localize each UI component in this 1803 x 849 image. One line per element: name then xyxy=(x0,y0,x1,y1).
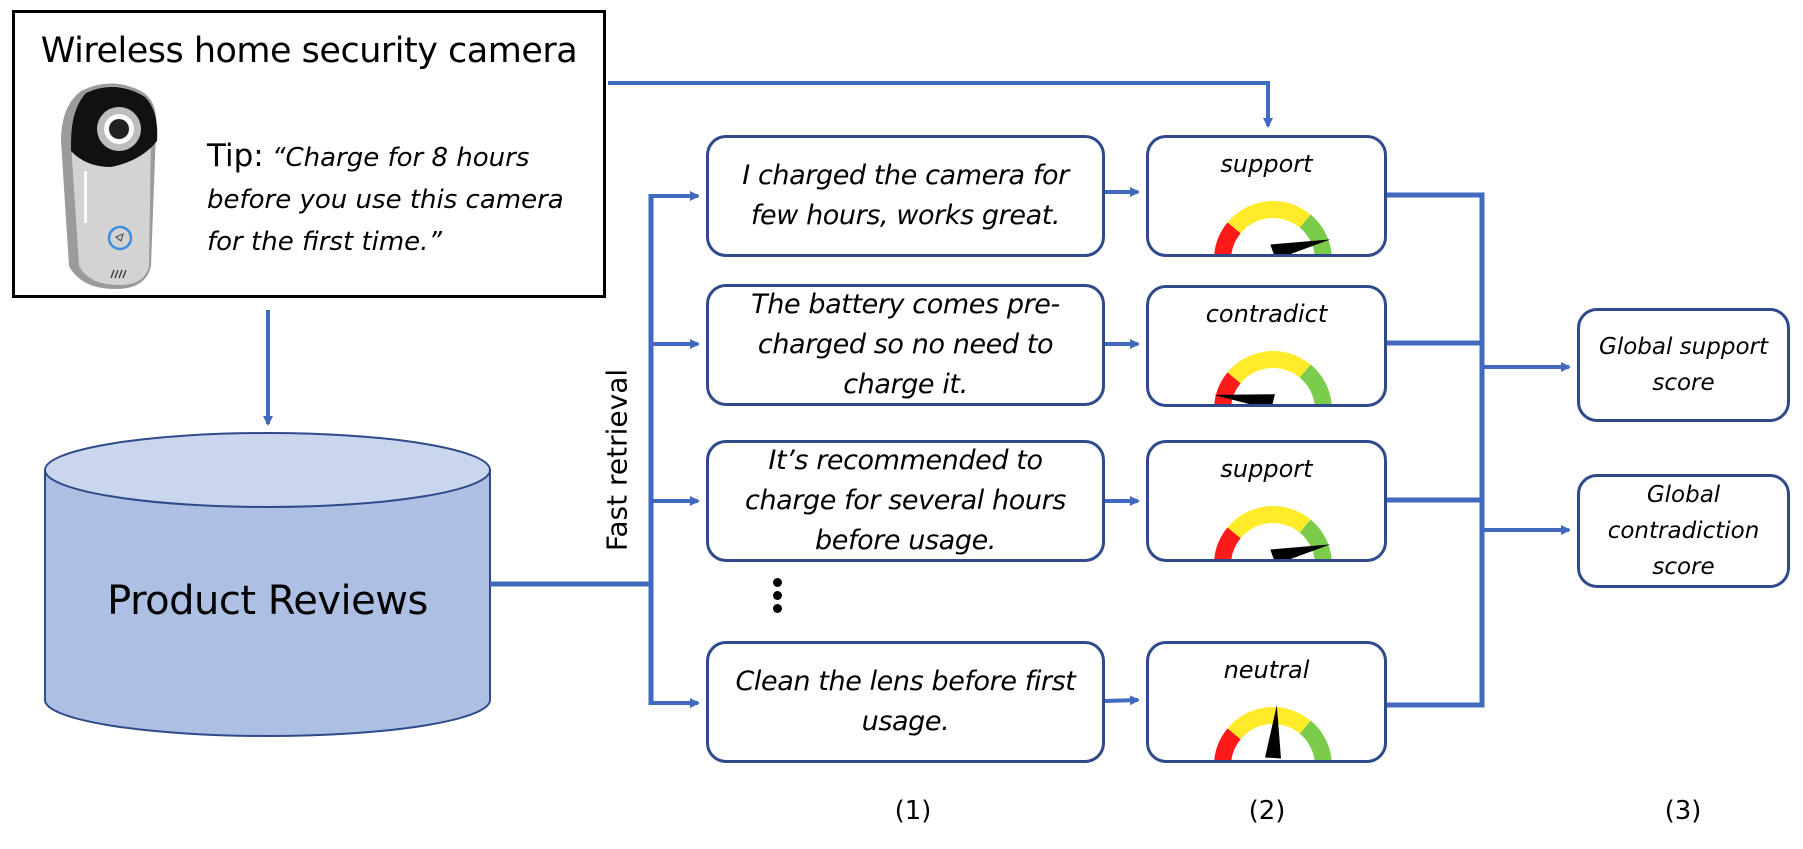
arrow-product-to-gauge xyxy=(608,81,1273,128)
product-card: Wireless home security camera Tip: “Char… xyxy=(12,10,606,298)
gauge-yellow-zone xyxy=(1227,506,1311,539)
gauge-needle xyxy=(1270,544,1331,559)
product-tip: Tip: “Charge for 8 hours before you use … xyxy=(207,135,607,263)
security-camera-icon xyxy=(61,83,158,289)
gauge-red-zone xyxy=(1214,527,1241,559)
review-text: I charged the camera for few hours, work… xyxy=(742,160,1069,231)
gauge-red-zone xyxy=(1214,222,1241,254)
gauge-needle xyxy=(1265,705,1281,759)
review-text: Clean the lens before first usage. xyxy=(735,666,1076,737)
database-cylinder-icon xyxy=(44,432,491,737)
step-label-1: (1) xyxy=(894,796,932,826)
gauge-label: contradict xyxy=(1205,300,1328,328)
gauge-needle xyxy=(1270,239,1331,254)
fast-retrieval-label: Fast retrieval xyxy=(600,368,634,552)
gauge-yellow-zone xyxy=(1227,200,1311,234)
tip-label: Tip: xyxy=(207,138,264,174)
review-text: It’s recommended to charge for several h… xyxy=(745,445,1066,556)
step-label-2: (2) xyxy=(1248,796,1286,826)
review-text: The battery comes pre-charged so no need… xyxy=(751,289,1060,400)
database-label: Product Reviews xyxy=(107,578,428,624)
gauge-1-to-trunk xyxy=(1387,192,1485,708)
gauge-label: support xyxy=(1220,150,1313,178)
review-card: Clean the lens before first usage. xyxy=(706,641,1105,763)
gauge-label: support xyxy=(1220,455,1313,483)
gauge-green-zone xyxy=(1299,364,1332,404)
gauge-needle xyxy=(1213,394,1275,404)
step-label-3: (3) xyxy=(1664,796,1702,826)
gauge-red-zone xyxy=(1214,728,1241,760)
arrow-review-4-to-gauge xyxy=(1104,695,1140,706)
review-card: The battery comes pre-charged so no need… xyxy=(706,284,1105,406)
gauge-yellow-zone xyxy=(1227,707,1311,740)
more-reviews-ellipsis-icon xyxy=(771,578,785,617)
output-text: Global support score xyxy=(1599,334,1768,396)
gauge-green-zone xyxy=(1299,214,1332,254)
gauge-meter-icon xyxy=(1214,200,1332,254)
review-card: I charged the camera for few hours, work… xyxy=(706,135,1105,257)
gauge-meter-icon xyxy=(1213,351,1332,404)
gauge-green-zone xyxy=(1299,720,1332,760)
gauge-meter-icon xyxy=(1214,506,1332,559)
gauge-green-zone xyxy=(1299,519,1332,559)
gauge-card: support xyxy=(1146,440,1387,562)
tip-text: “Charge for 8 hours before you use this … xyxy=(207,143,564,257)
gauge-meter-icon xyxy=(1214,705,1332,760)
gauge-yellow-zone xyxy=(1227,351,1311,384)
product-title: Wireless home security camera xyxy=(40,31,578,71)
gauge-label: neutral xyxy=(1223,656,1310,684)
global-support-score-box: Global support score xyxy=(1577,308,1790,422)
gauge-card: support xyxy=(1146,135,1387,257)
gauge-card: neutral xyxy=(1146,641,1387,763)
review-card: It’s recommended to charge for several h… xyxy=(706,440,1105,562)
output-text: Global contradiction score xyxy=(1607,482,1760,580)
gauge-card: contradict xyxy=(1146,285,1387,407)
global-contradiction-score-box: Global contradiction score xyxy=(1577,474,1790,588)
